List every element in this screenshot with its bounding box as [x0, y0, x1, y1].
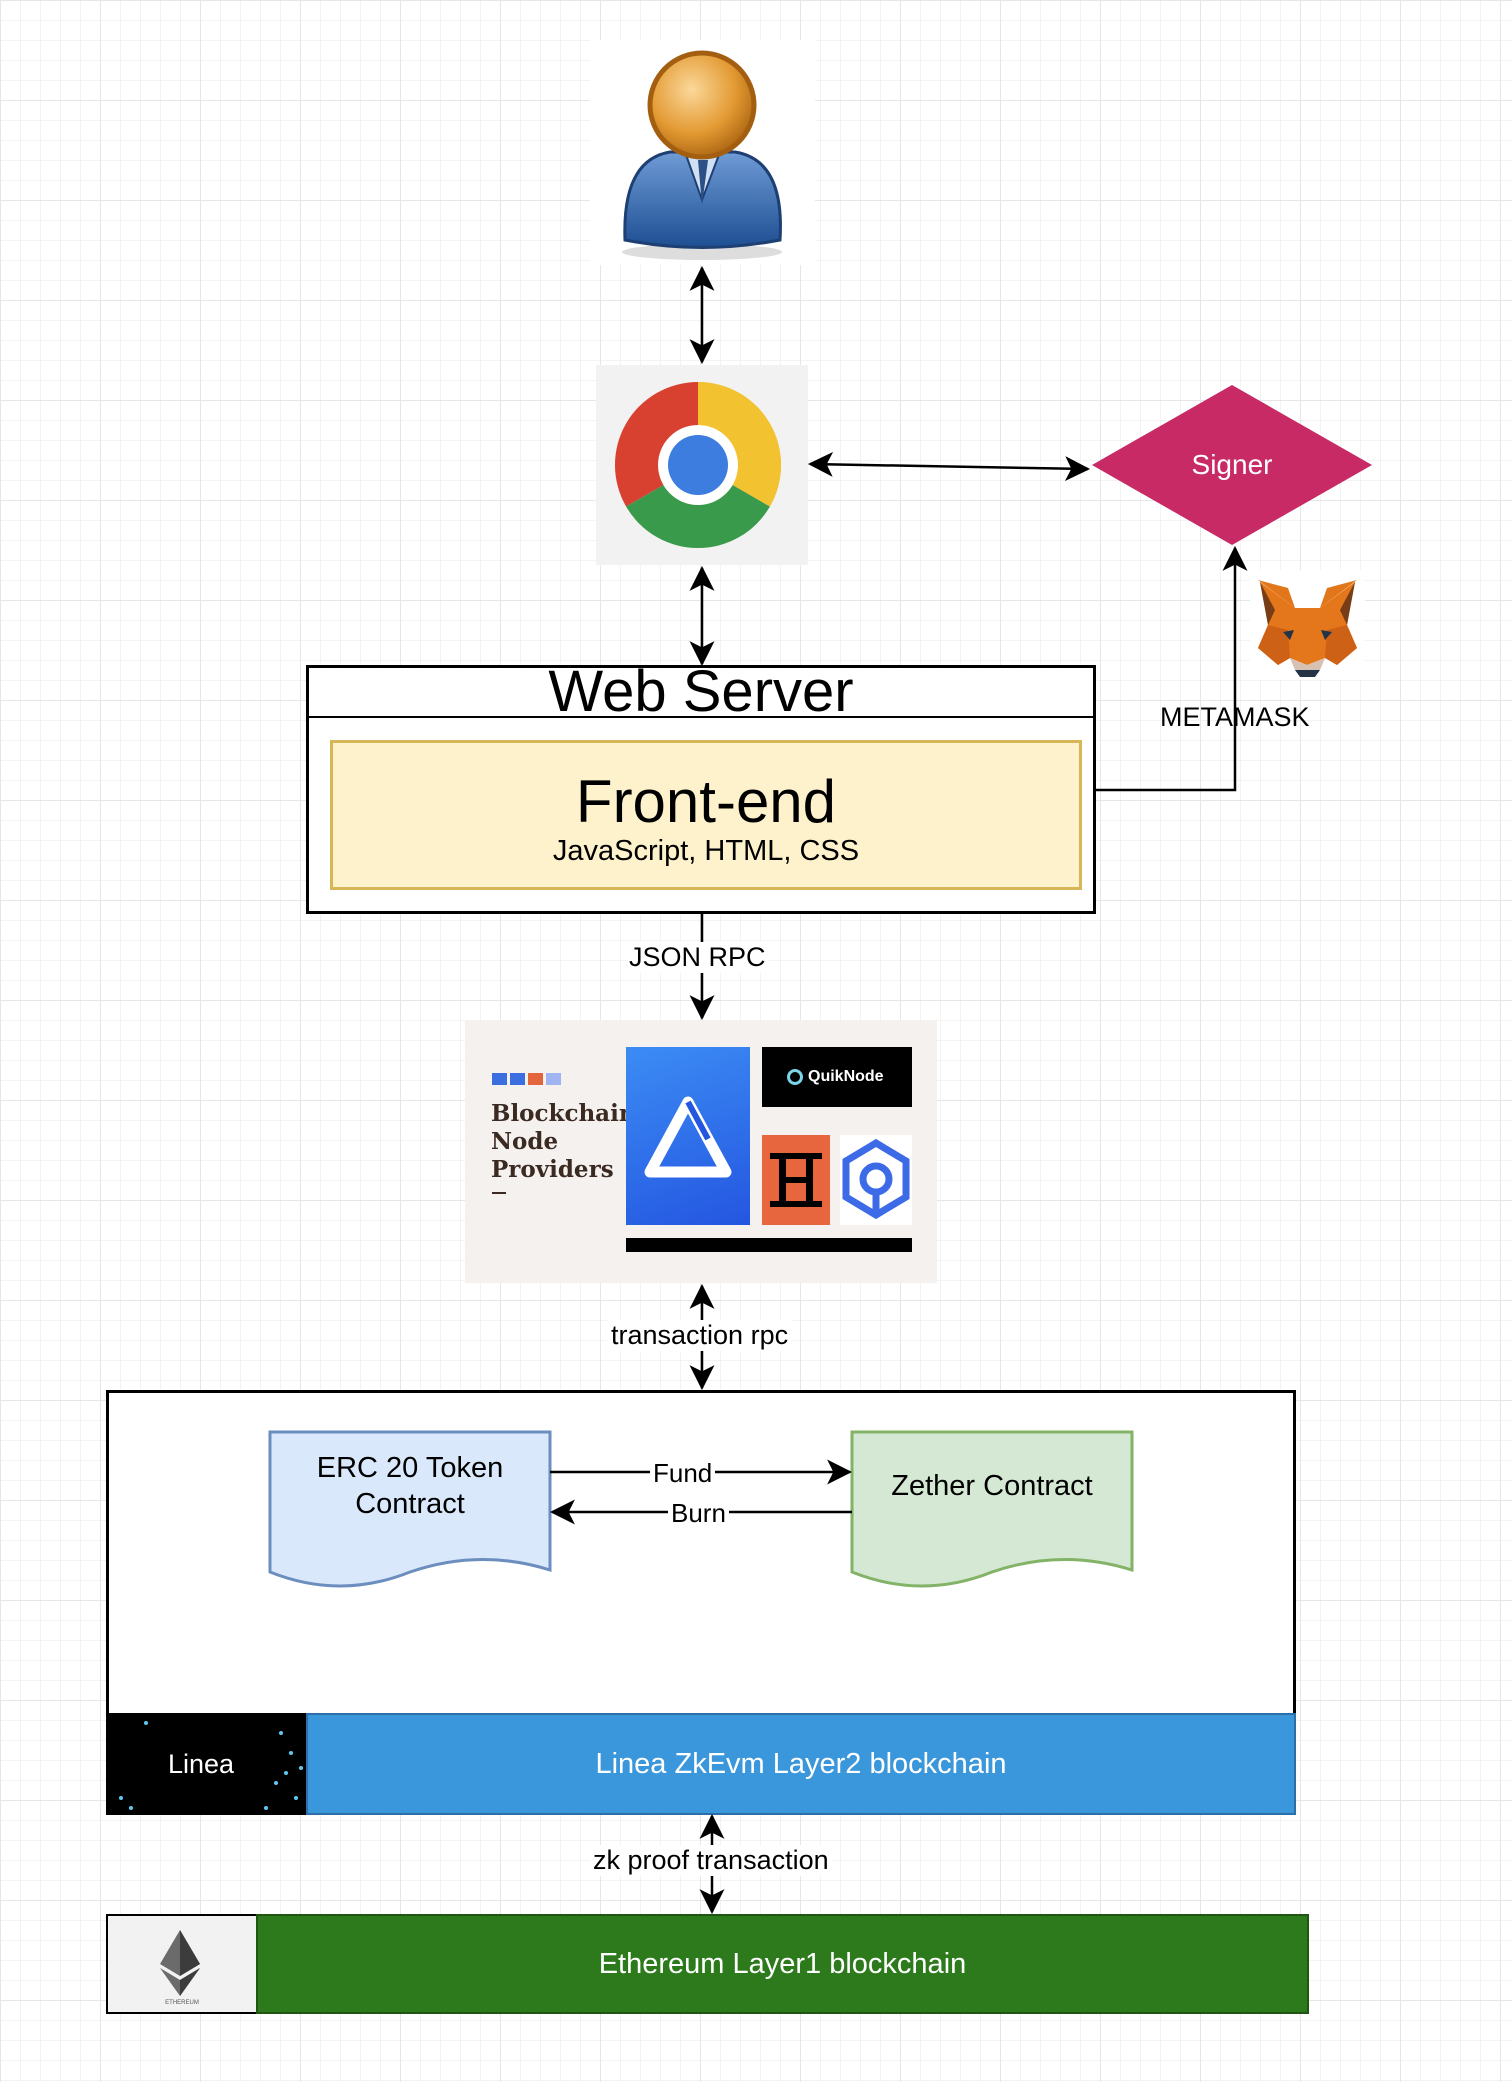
- node-providers-image: Blockchain Node Providers QuikNode: [465, 1020, 937, 1283]
- frontend-subtitle: JavaScript, HTML, CSS: [552, 835, 860, 867]
- linea-layer2-label: Linea ZkEvm Layer2 blockchain: [595, 1747, 1007, 1780]
- quiknode-logo: QuikNode: [762, 1047, 912, 1107]
- erc20-label-line2: Contract: [355, 1488, 465, 1520]
- user-avatar-icon: [590, 40, 815, 265]
- quiknode-label: QuikNode: [808, 1068, 884, 1085]
- ethereum-layer1-band: Ethereum Layer1 blockchain: [256, 1914, 1309, 2014]
- metamask-label: METAMASK: [1160, 702, 1310, 732]
- providers-text-line3: Providers: [491, 1156, 614, 1183]
- zether-label: Zether Contract: [891, 1470, 1093, 1502]
- metamask-fox-icon: [1250, 570, 1365, 680]
- edge-label-fund: Fund: [650, 1458, 716, 1489]
- frontend-box: Front-end JavaScript, HTML, CSS: [330, 740, 1082, 890]
- web-server-title: Web Server: [309, 663, 1093, 721]
- edge-label-transaction-rpc: transaction rpc: [608, 1320, 792, 1351]
- ethereum-logo: ETHEREUM: [106, 1914, 256, 2014]
- quiknode-icon: [787, 1069, 803, 1085]
- providers-text-line1: Blockchain: [491, 1100, 636, 1127]
- edge-label-zk-proof: zk proof transaction: [590, 1845, 832, 1876]
- edge-label-burn: Burn: [668, 1498, 729, 1529]
- edge-label-json-rpc: JSON RPC: [626, 942, 769, 973]
- alchemy-logo-icon: [626, 1047, 750, 1225]
- edge-frontend-signer: [1096, 545, 1248, 792]
- erc20-label-line1: ERC 20 Token: [316, 1452, 504, 1484]
- linea-logo: Linea: [106, 1713, 306, 1815]
- providers-text-line2: Node: [491, 1128, 559, 1155]
- ankr-logo-icon: [840, 1135, 912, 1225]
- signer-label: Signer: [1191, 449, 1273, 480]
- chrome-browser-icon: [596, 365, 808, 565]
- providers-squares: [492, 1073, 562, 1085]
- ethereum-layer1-label: Ethereum Layer1 blockchain: [598, 1947, 967, 1980]
- ethereum-logo-text: ETHEREUM: [165, 2000, 199, 2006]
- linea-logo-text: Linea: [168, 1749, 235, 1779]
- linea-layer2-band: Linea ZkEvm Layer2 blockchain: [306, 1713, 1296, 1815]
- edge-chrome-signer: [807, 451, 1091, 482]
- orange-provider-logo-icon: [762, 1135, 830, 1225]
- frontend-title: Front-end: [575, 768, 837, 835]
